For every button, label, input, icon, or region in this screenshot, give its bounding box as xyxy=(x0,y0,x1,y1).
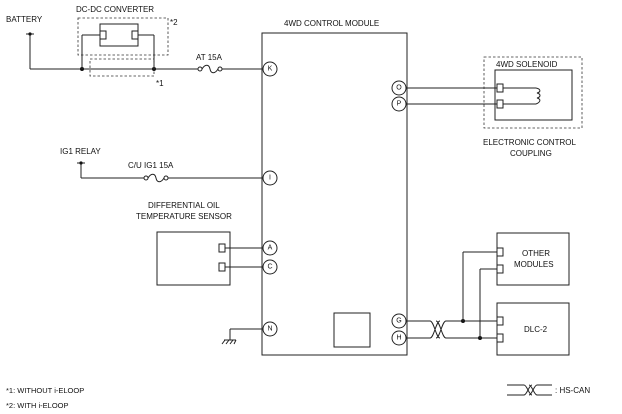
svg-text:P: P xyxy=(397,101,402,108)
svg-text:N: N xyxy=(267,326,272,333)
sensor-connector-c xyxy=(218,262,226,272)
fuse-cu-label: C/U IG1 15A xyxy=(128,161,174,170)
dc-dc-converter-label: DC-DC CONVERTER xyxy=(76,5,154,14)
ecc-label-line2: COUPLING xyxy=(510,149,552,158)
electronic-control-coupling: 4WD SOLENOID ELECTRONIC CONTROL COUPLING xyxy=(406,56,583,158)
dc-dc-converter-outline xyxy=(77,17,169,56)
coupling-outline xyxy=(483,56,583,129)
hs-can-legend: : HS-CAN xyxy=(507,384,590,396)
terminal-g: G xyxy=(391,313,407,329)
mark-2-label: *2 xyxy=(170,18,178,27)
dc-dc-connector-right xyxy=(131,30,139,40)
sensor-label-line1: DIFFERENTIAL OIL xyxy=(148,201,220,210)
solenoid-connector-o xyxy=(496,83,504,93)
svg-text:H: H xyxy=(396,335,401,342)
solenoid-box xyxy=(494,69,573,121)
terminal-k: K xyxy=(262,61,278,77)
svg-text:A: A xyxy=(268,245,273,252)
dlc-2-connector-2 xyxy=(496,333,504,343)
note-2: *2: WITH i-ELOOP xyxy=(6,401,69,410)
module-box xyxy=(261,32,408,356)
svg-text:O: O xyxy=(396,85,402,92)
bypass-outline xyxy=(89,58,155,77)
fuse-at-label: AT 15A xyxy=(196,53,223,62)
other-modules-label-line1: OTHER xyxy=(522,249,550,258)
hs-can-bus xyxy=(406,251,503,340)
other-modules: OTHER MODULES xyxy=(496,232,570,286)
other-modules-box xyxy=(496,232,570,286)
4wd-control-module: 4WD CONTROL MODULE xyxy=(261,19,408,356)
note-1: *1: WITHOUT i-ELOOP xyxy=(6,386,84,395)
hs-can-legend-label: : HS-CAN xyxy=(555,386,590,395)
terminal-i: I xyxy=(262,170,278,186)
terminal-o: O xyxy=(391,80,407,96)
dc-dc-converter: DC-DC CONVERTER *2 *1 xyxy=(76,5,178,88)
other-modules-label-line2: MODULES xyxy=(514,260,554,269)
svg-text:K: K xyxy=(268,66,273,73)
svg-text:G: G xyxy=(396,318,401,325)
ig1-relay-label: IG1 RELAY xyxy=(60,147,101,156)
sensor-label-line2: TEMPERATURE SENSOR xyxy=(136,212,232,221)
can-transceiver-box xyxy=(333,312,371,348)
terminal-a: A xyxy=(262,240,278,256)
dlc-2: DLC-2 xyxy=(496,302,570,356)
module-title: 4WD CONTROL MODULE xyxy=(284,19,379,28)
dc-dc-connector-left xyxy=(99,30,107,40)
svg-text:C: C xyxy=(267,264,272,271)
solenoid-title: 4WD SOLENOID xyxy=(496,60,558,69)
ecc-label-line1: ELECTRONIC CONTROL xyxy=(483,138,576,147)
fuse-at-15a: AT 15A xyxy=(196,53,223,74)
terminal-n: N xyxy=(262,321,278,337)
battery-label: BATTERY xyxy=(6,15,43,24)
sensor-connector-a xyxy=(218,243,226,253)
solenoid-connector-p xyxy=(496,99,504,109)
dlc-2-box xyxy=(496,302,570,356)
other-modules-connector-2 xyxy=(496,264,504,274)
terminal-c: C xyxy=(262,259,278,275)
dlc-2-label: DLC-2 xyxy=(524,325,548,334)
differential-oil-temperature-sensor: DIFFERENTIAL OIL TEMPERATURE SENSOR xyxy=(136,201,262,286)
mark-1-label: *1 xyxy=(156,79,164,88)
other-modules-connector-1 xyxy=(496,247,504,257)
sensor-box xyxy=(156,231,231,286)
ground-symbol xyxy=(221,328,262,345)
terminal-h: H xyxy=(391,330,407,346)
dlc-2-connector-1 xyxy=(496,316,504,326)
terminal-p: P xyxy=(391,96,407,112)
svg-text:I: I xyxy=(269,175,271,182)
ig1-relay-circuit: IG1 RELAY C/U IG1 15A xyxy=(60,147,262,183)
